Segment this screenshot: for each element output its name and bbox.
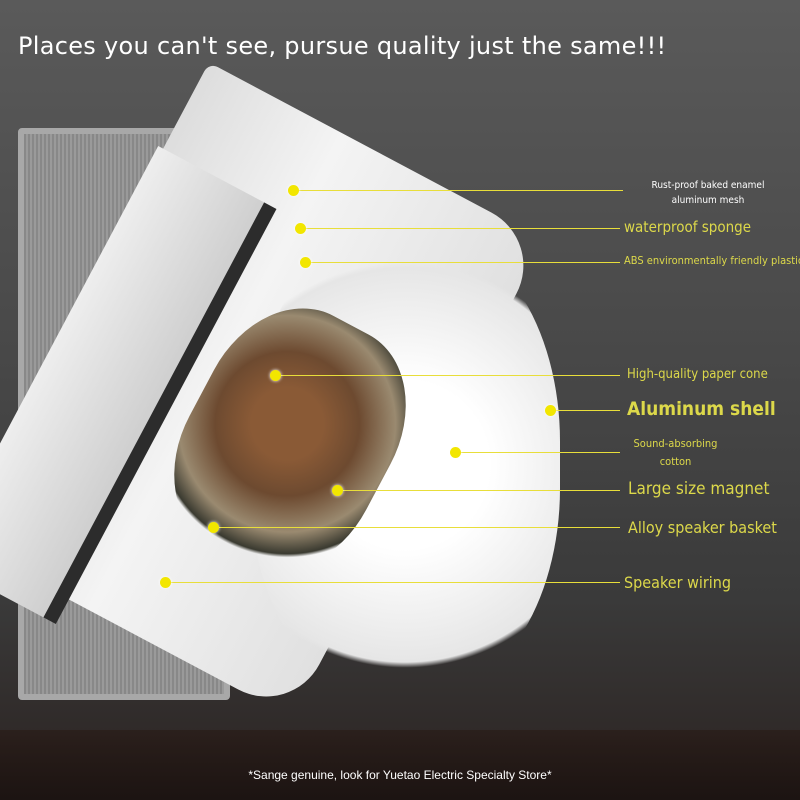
callout-line [165,582,620,583]
callout-label-magnet: Large size magnet [628,479,770,499]
callout-dot [160,577,171,588]
headline: Places you can't see, pursue quality jus… [18,32,667,60]
callout-line [213,527,620,528]
callout-dot [545,405,556,416]
callout-label-abs: ABS environmentally friendly plastic [624,254,800,267]
callout-label-cotton: Sound-absorbing cotton [633,437,718,468]
callout-line [550,410,620,411]
callout-label-wiring: Speaker wiring [624,573,732,592]
callout-dot [450,447,461,458]
callout-line [337,490,620,491]
callout-line [293,190,623,191]
callout-dot [300,257,311,268]
callout-dot [288,185,299,196]
callout-dot [295,223,306,234]
callout-line [455,452,620,453]
footer-note: *Sange genuine, look for Yuetao Electric… [248,768,552,782]
footer-bar [0,730,800,800]
fine-print-decoration [18,66,228,80]
callout-line [275,375,620,376]
callout-label-shell: Aluminum shell [627,398,776,420]
callout-dot [332,485,343,496]
callout-line [300,228,620,229]
callout-dot [270,370,281,381]
callout-label-mesh: Rust-proof baked enamel aluminum mesh [651,180,765,206]
callout-label-cone: High-quality paper cone [627,367,768,382]
callout-label-sponge: waterproof sponge [624,218,752,236]
callout-dot [208,522,219,533]
callout-label-basket: Alloy speaker basket [628,518,777,537]
callout-line [305,262,620,263]
